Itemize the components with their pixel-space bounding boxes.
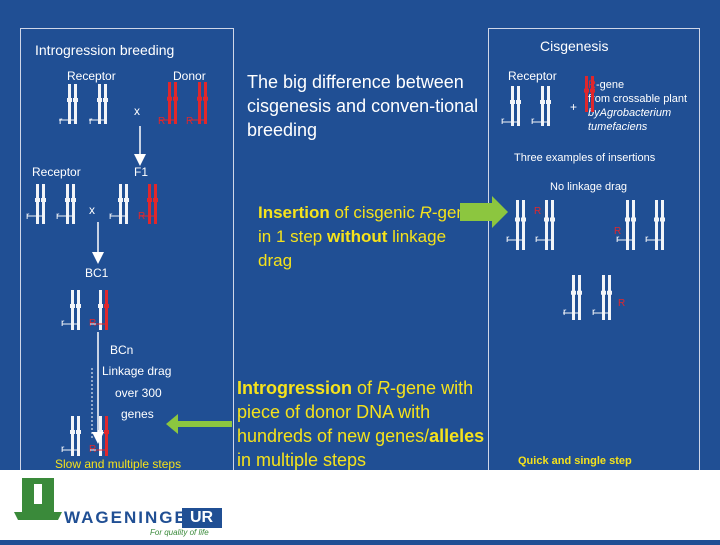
allele-R: R — [158, 116, 166, 127]
diagram-graphics — [27, 76, 665, 456]
chromosome — [89, 84, 102, 124]
allele-R: R — [534, 206, 542, 217]
chromosome — [646, 200, 659, 250]
chromosome — [96, 416, 109, 456]
chromosome — [63, 184, 76, 224]
chromosome — [96, 290, 109, 330]
chromosome — [195, 82, 208, 124]
bc1-label: BC1 — [85, 266, 109, 280]
slow-steps-label: Slow and multiple steps — [55, 457, 182, 471]
three-examples-label: Three examples of insertions — [514, 152, 656, 164]
over-300-label: over 300 — [115, 386, 162, 400]
green-arrow-right — [460, 196, 508, 228]
chromosome — [57, 184, 70, 224]
chromosome — [569, 275, 582, 320]
chromosome — [502, 86, 515, 126]
cross-symbol-2: x — [89, 203, 95, 217]
introgression-word: Introgression — [237, 378, 353, 398]
receptor-label-right: Receptor — [508, 69, 557, 83]
chromosome — [68, 290, 81, 330]
logo-ur: UR — [190, 509, 214, 526]
logo-tagline: For quality of life — [150, 528, 209, 537]
green-arrow-left — [166, 414, 232, 434]
footer-bar: WAGENINGEN UR For quality of life — [0, 470, 720, 540]
tumefaciens: tumefaciens — [588, 121, 648, 133]
ur-badge — [182, 508, 222, 528]
allele-R: R — [618, 298, 626, 309]
chromosome — [532, 86, 545, 126]
chromosome — [139, 184, 152, 224]
chromosome — [159, 82, 172, 124]
introgression-rest2: in multiple steps — [237, 450, 367, 470]
chromosome — [145, 184, 158, 224]
introgression-R: R — [377, 378, 391, 398]
chromosome-layer — [27, 76, 665, 456]
big-difference-text: The big difference between cisgenesis an… — [247, 72, 479, 140]
chromosome — [59, 84, 72, 124]
genes-label: genes — [121, 407, 154, 421]
allele-R: R — [614, 226, 622, 237]
rgene-text: -gene — [595, 79, 625, 91]
chromosome — [652, 200, 665, 250]
chromosome — [513, 200, 526, 250]
chromosome — [617, 200, 630, 250]
logo-name: WAGENINGEN — [64, 508, 203, 527]
introgression-of: of — [352, 378, 378, 398]
insertion-drag: linkage drag — [258, 227, 447, 270]
footer-graphics — [14, 478, 222, 528]
cross-symbol: x — [134, 104, 140, 118]
chromosome — [542, 200, 555, 250]
receptor-label-top: Receptor — [67, 69, 116, 83]
chromosome — [538, 86, 551, 126]
linkage-drag-label: Linkage drag — [102, 364, 172, 378]
chromosome — [599, 275, 612, 320]
chromosome — [110, 184, 123, 224]
insertion-word: Insertion — [258, 203, 330, 222]
chromosome — [27, 184, 40, 224]
allele-r: r — [89, 116, 93, 127]
introgression-title: Introgression breeding — [35, 42, 175, 58]
introgression-text: Introgression of R-gene with piece of do… — [237, 376, 499, 472]
introgression-rest1: -gene with piece of donor DNA with hundr… — [237, 378, 474, 446]
allele-r: r — [59, 116, 63, 127]
quick-step-label: Quick and single step — [518, 455, 632, 467]
chromosome — [95, 84, 108, 124]
chromosome — [508, 86, 521, 126]
chromosome — [116, 184, 129, 224]
bcn-label: BCn — [110, 343, 134, 357]
insertion-without: without — [327, 227, 388, 246]
plus-symbol: + — [570, 100, 578, 114]
chromosome — [590, 76, 595, 112]
chromosome — [507, 200, 520, 250]
chromosome — [584, 76, 589, 112]
f1-label: F1 — [134, 165, 149, 179]
chromosome — [165, 82, 178, 124]
insertion-of: of cisgenic — [329, 203, 420, 222]
chromosome — [536, 200, 549, 250]
allele-R: R — [186, 116, 194, 127]
wageningen-logo-icon — [14, 478, 62, 520]
no-linkage-label: No linkage drag — [550, 181, 628, 193]
donor-label: Donor — [173, 69, 206, 83]
from-crossable: from crossable plant — [588, 93, 688, 105]
introgression-alleles: alleles — [429, 426, 485, 446]
cisgenesis-title: Cisgenesis — [540, 38, 609, 54]
chromosome — [189, 82, 202, 124]
receptor-label-mid: Receptor — [32, 165, 81, 179]
insertion-R: R — [419, 203, 432, 222]
chromosome — [623, 200, 636, 250]
chromosome — [33, 184, 46, 224]
chromosome — [68, 416, 81, 456]
chromosome — [65, 84, 78, 124]
by-agrobacterium: byAgrobacterium — [588, 107, 672, 119]
